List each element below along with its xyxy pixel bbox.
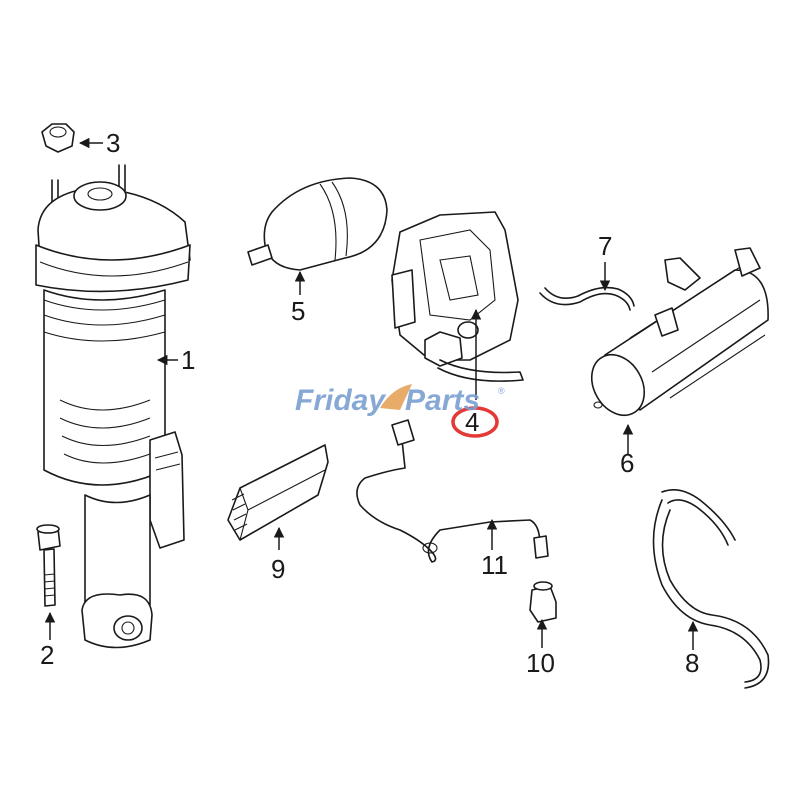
short-hose-part-7[interactable] xyxy=(539,286,635,311)
callout-7: 7 xyxy=(598,231,612,261)
nut-part-3[interactable] xyxy=(41,123,75,153)
air-strut-part-1[interactable] xyxy=(35,164,191,649)
callout-8: 8 xyxy=(685,648,699,678)
compressor-part-4[interactable] xyxy=(391,211,524,382)
connector-part-10[interactable] xyxy=(529,581,557,623)
dryer-canister-part-6[interactable] xyxy=(581,247,769,425)
callout-4: 4 xyxy=(465,407,479,437)
watermark-swoosh-icon xyxy=(380,384,412,410)
control-module-part-9[interactable] xyxy=(227,444,329,541)
reservoir-part-5[interactable] xyxy=(247,177,388,271)
callout-11: 11 xyxy=(481,550,508,580)
callout-6: 6 xyxy=(620,448,634,478)
watermark-logo: Friday Parts ® xyxy=(295,384,505,417)
watermark-text-friday: Friday xyxy=(295,384,386,417)
long-hose-part-8[interactable] xyxy=(652,489,770,689)
callout-1: 1 xyxy=(181,345,195,375)
callout-5: 5 xyxy=(291,296,305,326)
bolt-part-2[interactable] xyxy=(36,524,61,607)
callout-10: 10 xyxy=(526,648,555,678)
callout-2: 2 xyxy=(40,640,54,670)
callout-3: 3 xyxy=(106,128,120,158)
callout-9: 9 xyxy=(271,554,285,584)
watermark-registered-mark: ® xyxy=(498,386,505,396)
callout-4-highlight-ring xyxy=(451,406,499,438)
sensor-cable-part-11[interactable] xyxy=(356,419,549,563)
watermark-text-parts: Parts xyxy=(405,384,480,417)
